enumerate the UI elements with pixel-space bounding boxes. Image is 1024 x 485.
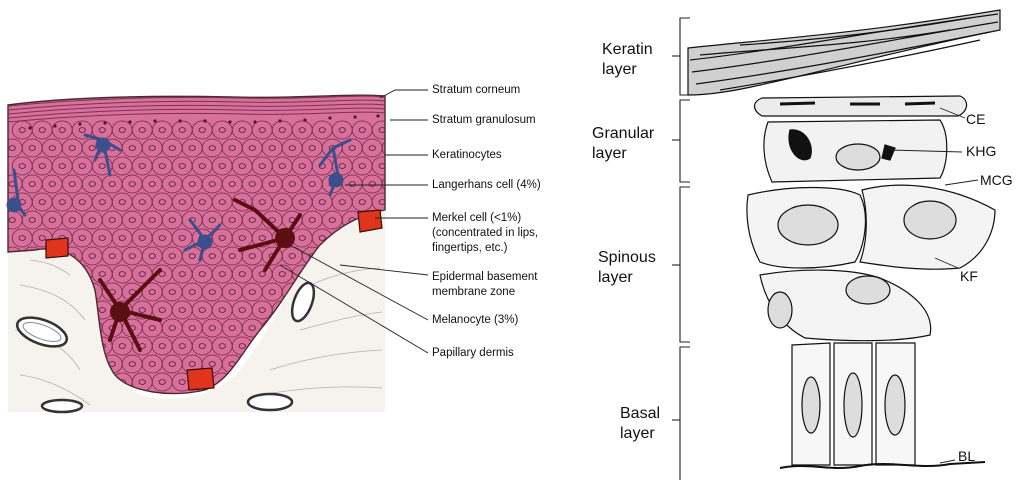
- capillary: [42, 400, 82, 412]
- keratinocyte-nucleus: [399, 128, 405, 133]
- keratinocyte-nucleus: [389, 146, 395, 151]
- keratinocyte-nucleus: [389, 182, 395, 187]
- keratinocyte: [392, 121, 412, 139]
- keratinocyte: [382, 283, 402, 301]
- keratinocyte: [382, 211, 402, 229]
- label-langerhans: Langerhans cell (4%): [432, 178, 541, 193]
- nucleus: [802, 377, 820, 433]
- label-granular-layer: Granular: [592, 124, 654, 144]
- spinous-layer-cells: [747, 185, 995, 341]
- keratinocyte: [382, 355, 402, 373]
- label-spinous-layer: layer: [598, 268, 633, 288]
- nucleus: [885, 375, 905, 435]
- label-mcg: MCG: [980, 172, 1013, 189]
- keratin-layer: [688, 10, 1000, 95]
- label-papillary-dermis: Papillary dermis: [432, 346, 514, 361]
- epidermis-illustration: [0, 80, 412, 412]
- label-basement-membrane: Epidermal basement: [432, 270, 537, 285]
- keratinocyte-nucleus: [399, 344, 405, 349]
- keratinocyte-nucleus: [399, 164, 405, 169]
- label-spinous-layer: Spinous: [598, 248, 656, 268]
- keratinocyte-nucleus: [399, 380, 405, 385]
- nucleus: [846, 276, 890, 304]
- layer-brackets: [672, 18, 690, 480]
- label-ce: CE: [966, 111, 985, 128]
- keratinocyte-nucleus: [399, 308, 405, 313]
- nucleus: [844, 373, 862, 437]
- label-bl: BL: [958, 448, 975, 465]
- keratinocyte-nucleus: [389, 290, 395, 295]
- keratinocyte-nucleus: [399, 236, 405, 241]
- keratinocyte: [392, 265, 412, 283]
- keratinocyte: [392, 157, 412, 175]
- label-kf: KF: [960, 268, 978, 285]
- label-merkel-detail: (concentrated in lips,: [432, 226, 538, 241]
- keratinocyte-nucleus: [389, 362, 395, 367]
- granular-layer-cells: [755, 96, 967, 182]
- label-stratum-granulosum: Stratum granulosum: [432, 113, 536, 128]
- label-keratinocytes: Keratinocytes: [432, 148, 502, 163]
- label-merkel: Merkel cell (<1%): [432, 211, 521, 226]
- nucleus: [904, 201, 956, 239]
- label-basal-layer: Basal: [620, 404, 660, 424]
- label-keratin-layer: Keratin: [602, 40, 653, 60]
- keratinocyte: [382, 247, 402, 265]
- label-khg: KHG: [966, 143, 996, 160]
- nucleus: [778, 205, 838, 245]
- label-stratum-corneum: Stratum corneum: [432, 83, 520, 98]
- label-melanocyte: Melanocyte (3%): [432, 313, 518, 328]
- label-basement-membrane: membrane zone: [432, 285, 515, 300]
- nucleus: [836, 144, 880, 170]
- label-merkel-detail: fingertips, etc.): [432, 241, 507, 256]
- label-basal-layer: layer: [620, 424, 655, 444]
- label-granular-layer: layer: [592, 144, 627, 164]
- keratinocyte-nucleus: [389, 254, 395, 259]
- keratinocyte-nucleus: [399, 200, 405, 205]
- capillary: [248, 394, 292, 410]
- label-keratin-layer: layer: [602, 60, 637, 80]
- keratinocyte: [392, 337, 412, 355]
- basal-layer-cells: [792, 343, 915, 465]
- keratinocyte: [392, 229, 412, 247]
- keratinocyte-nucleus: [389, 326, 395, 331]
- keratinocyte: [392, 193, 412, 211]
- keratinocyte: [392, 373, 412, 391]
